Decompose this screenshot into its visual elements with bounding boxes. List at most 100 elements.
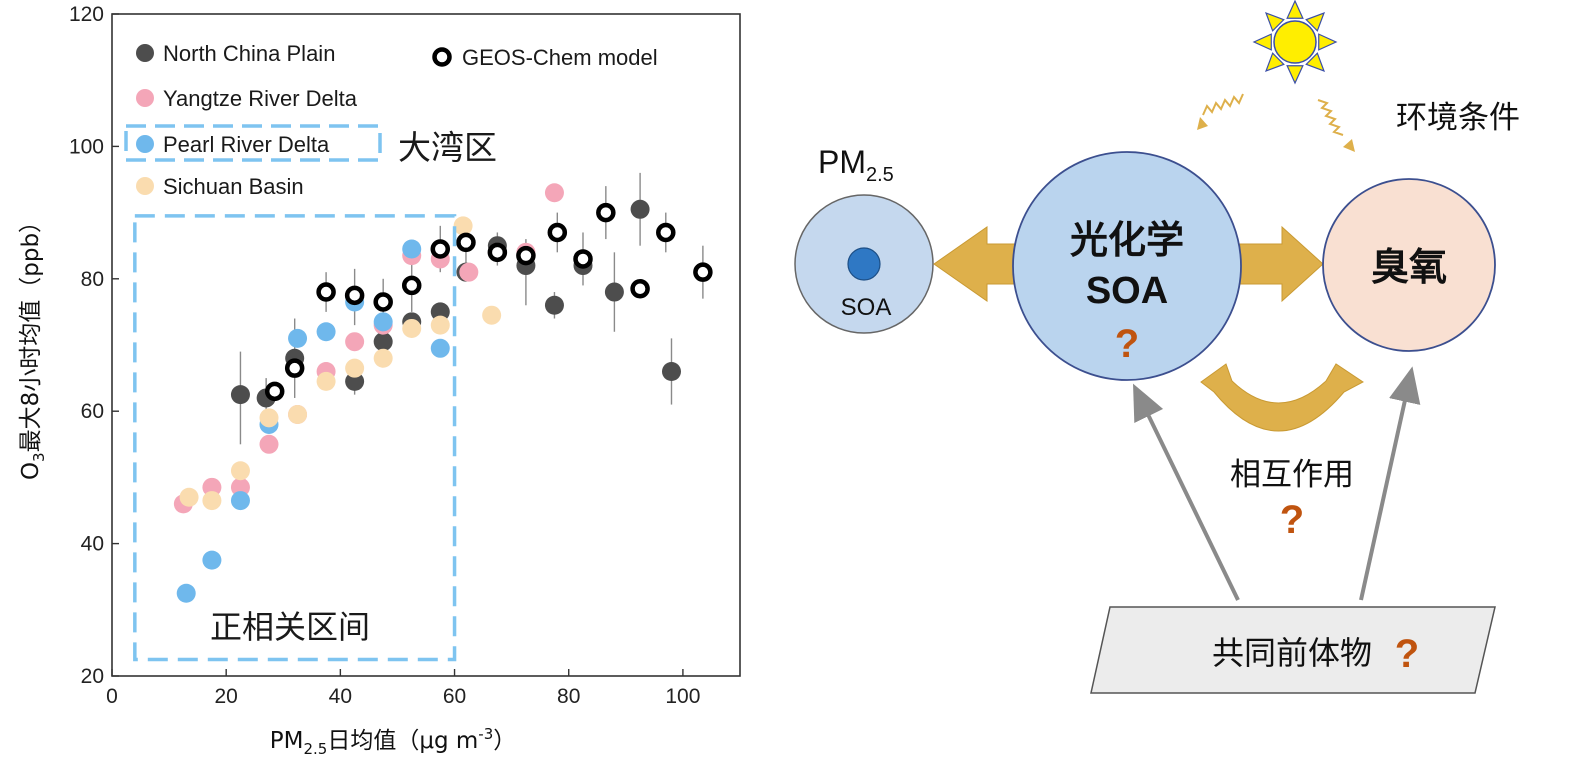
x-tick-label: 0 [106,685,118,708]
point-pearl-river-delta [402,239,422,259]
y-tick-label: 20 [81,665,104,688]
point-geos-chem-model [516,245,536,266]
sun-ray [1305,11,1326,32]
point-yangtze-river-delta [544,183,564,203]
point-geos-chem-model [316,282,336,302]
x-tick-label: 60 [443,685,466,708]
interaction-question-mark: ? [1280,498,1304,542]
point-geos-chem-model [284,358,305,378]
precursor-question-mark: ? [1395,632,1419,676]
point-geos-chem-model [547,222,568,243]
point-geos-chem-model [456,232,476,253]
precursor-arrow-to-soa-icon [1133,383,1240,601]
point-sichuan-basin [345,358,365,378]
pm25-label: PM2.5 [818,144,894,186]
point-sichuan-basin [316,371,336,391]
x-axis-label-text: 日均值（μg m [327,728,478,754]
positive-region-label: 正相关区间 [210,608,370,646]
arrow-right-icon [1239,225,1324,303]
pm25-label-subscript: 2.5 [866,164,894,186]
radiation-arrow-right-icon [1317,99,1355,152]
soa-small-label: SOA [841,294,892,321]
ozone-circle [1322,178,1496,352]
point-pearl-river-delta [430,338,450,358]
legend-label-pearl-river-delta: Pearl River Delta [163,132,330,157]
sun-ray [1318,33,1338,51]
y-tick-label: 120 [69,3,104,26]
soa-dot [847,247,881,281]
y-tick-label: 80 [81,268,104,291]
interaction-label: 相互作用 [1230,457,1354,493]
point-pearl-river-delta [202,550,222,570]
point-geos-chem-model [656,222,676,243]
y-axis-label: O3最大8小时均值（ppb） [18,210,48,480]
point-sichuan-basin [482,305,502,325]
point-geos-chem-model [693,262,713,282]
sun-ray [1305,52,1326,73]
x-axis-label-superscript: -3 [478,725,493,743]
y-axis-label-text: 最大8小时均值（ppb） [18,210,44,452]
legend-label-yangtze-river-delta: Yangtze River Delta [163,86,358,111]
center-label-line1: 光化学 [1070,218,1184,262]
legend-marker-geos-chem-model [432,47,452,67]
point-north-china-plain [430,302,450,322]
bay-area-label: 大湾区 [398,128,497,167]
point-north-china-plain [544,295,564,315]
legend-label-sichuan-basin: Sichuan Basin [163,174,304,199]
point-geos-chem-model [401,275,422,296]
x-axis-label-end: ） [493,728,516,754]
sun-ray [1264,11,1285,32]
x-axis-label: PM2.5日均值（μg m-3） [270,725,517,758]
precursor-label: 共同前体物 [1212,634,1372,672]
radiation-arrow-left-icon [1197,93,1244,130]
point-yangtze-river-delta [459,262,479,282]
y-tick-label: 100 [69,135,104,158]
x-tick-label: 100 [665,685,700,708]
point-north-china-plain [230,385,250,405]
positive-correlation-region [133,214,457,662]
point-geos-chem-model [264,381,285,402]
x-axis-label-subscript: 2.5 [303,740,327,758]
point-geos-chem-model [573,249,593,269]
interaction-curved-arrow-icon [1200,363,1364,432]
x-tick-label: 80 [557,685,580,708]
x-axis-label-main: PM [270,728,304,754]
point-sichuan-basin [202,491,222,511]
point-pearl-river-delta [373,312,393,332]
point-sichuan-basin [230,461,250,481]
arrow-left-icon [933,226,1018,302]
x-tick-label: 40 [329,685,352,708]
point-sichuan-basin [430,315,450,335]
sun-ray [1286,65,1304,85]
data-points [173,183,713,603]
point-yangtze-river-delta [230,477,250,497]
point-pearl-river-delta [316,322,336,342]
y-axis-ticks: 20 40 60 80 100 120 [69,3,119,688]
point-pearl-river-delta [176,583,196,603]
y-axis-label-subscript: 3 [30,452,48,462]
point-yangtze-river-delta [259,434,279,454]
point-geos-chem-model [373,292,393,312]
point-north-china-plain [661,361,681,381]
ozone-label: 臭氧 [1371,245,1447,289]
y-tick-label: 40 [81,533,104,556]
y-tick-label: 60 [81,400,104,423]
point-pearl-river-delta [230,491,250,511]
point-geos-chem-model [630,278,650,299]
sun-icon [1252,0,1338,85]
point-north-china-plain [373,332,393,352]
point-north-china-plain [604,282,624,302]
precursor-arrow-to-ozone-icon [1359,366,1421,601]
x-tick-label: 20 [215,685,238,708]
legend-marker-north-china-plain [136,44,154,62]
legend-marker-pearl-river-delta [136,135,154,153]
photochemical-soa-circle [1012,151,1242,381]
concept-diagram: 环境条件 PM2.5 SOA 光化学 SOA ? 臭氧 相互作用 ? 共同前体物… [794,0,1520,694]
point-pearl-river-delta [288,328,308,348]
plot-frame [111,13,741,677]
pm25-label-main: PM [818,144,866,180]
precursor-box [1090,606,1496,694]
legend-marker-sichuan-basin [136,177,154,195]
point-geos-chem-model [344,285,365,306]
